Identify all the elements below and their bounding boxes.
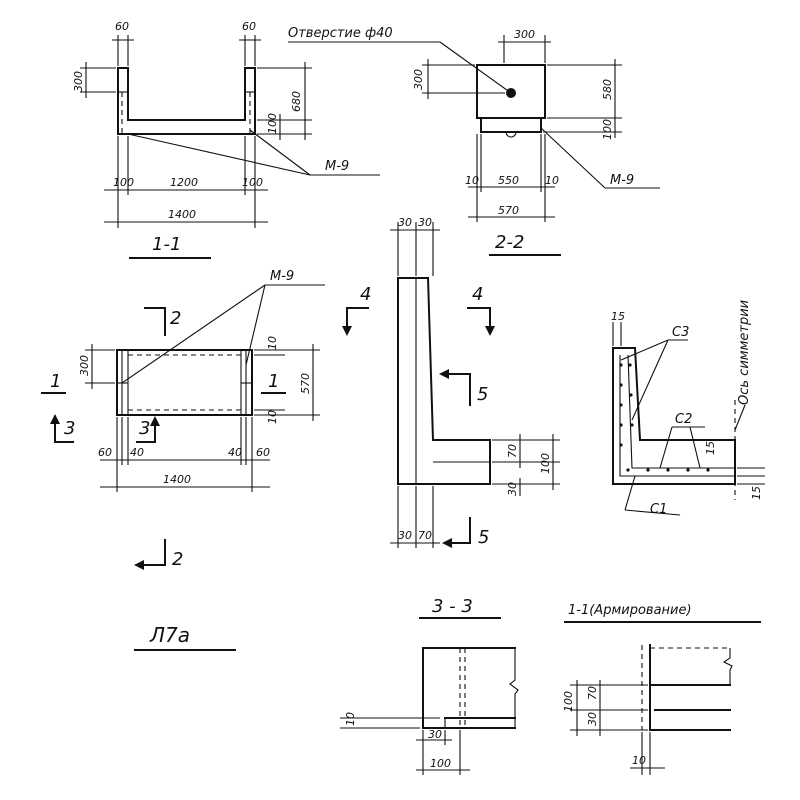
dim-s11-b100r: 100 bbox=[242, 176, 263, 189]
dim-profile-b30: 30 bbox=[398, 529, 412, 542]
plan-view bbox=[41, 284, 325, 570]
section-2-2-view bbox=[288, 35, 660, 256]
cut-mark-1-left: 1 bbox=[50, 371, 61, 392]
cut-mark-1-right: 1 bbox=[268, 371, 279, 392]
dim-profile-b70: 70 bbox=[418, 529, 432, 542]
reinforcement-view bbox=[612, 322, 765, 516]
dim-plan-b60l: 60 bbox=[98, 446, 112, 459]
cut-mark-3-right: 3 bbox=[139, 418, 150, 439]
dim-s11-w-left: 60 bbox=[115, 20, 129, 33]
dim-profile-r100: 100 bbox=[539, 453, 552, 474]
dim-reinf-r15b: 15 bbox=[750, 486, 763, 500]
callout-m9-top: М-9 bbox=[325, 159, 349, 174]
dim-plan-b40l: 40 bbox=[130, 446, 144, 459]
cut-mark-2-bottom: 2 bbox=[172, 549, 183, 570]
cut-mark-4-left: 4 bbox=[360, 284, 371, 305]
rebar-label-c3: С3 bbox=[672, 325, 689, 340]
callout-symmetry-axis: Ось симметрии bbox=[737, 300, 752, 405]
section-3-3-view bbox=[340, 617, 519, 775]
dim-profile-t30b: 30 bbox=[418, 216, 432, 229]
dim-s22-total: 570 bbox=[498, 204, 519, 217]
dim-s11-h300: 300 bbox=[72, 71, 85, 92]
dim-s33-l10: 10 bbox=[344, 712, 357, 726]
dim-s11r-l100: 100 bbox=[562, 691, 575, 712]
dim-s11-w-right: 60 bbox=[242, 20, 256, 33]
title-section-1-1: 1-1 bbox=[152, 234, 181, 255]
section-1-1-reinforcement-view bbox=[564, 621, 761, 775]
profile-view bbox=[342, 222, 560, 548]
dim-profile-r30: 30 bbox=[506, 482, 519, 496]
callout-hole: Отверстие ф40 bbox=[288, 26, 393, 41]
dim-plan-h570: 570 bbox=[299, 373, 312, 394]
dim-s22-h580: 580 bbox=[601, 79, 614, 100]
dim-profile-t30a: 30 bbox=[398, 216, 412, 229]
dim-s11r-l30: 30 bbox=[586, 712, 599, 726]
dim-s33-b100: 100 bbox=[430, 757, 451, 770]
title-section-2-2: 2-2 bbox=[495, 232, 524, 253]
dim-plan-t10: 10 bbox=[266, 336, 279, 350]
rebar-label-c1: С1 bbox=[650, 502, 667, 517]
cut-mark-2-top: 2 bbox=[170, 308, 181, 329]
dim-s11-h680: 680 bbox=[290, 91, 303, 112]
drawing-title: Л7а bbox=[149, 623, 190, 647]
dim-s22-w300: 300 bbox=[514, 28, 535, 41]
cut-mark-4-right: 4 bbox=[472, 284, 483, 305]
dim-s11-total: 1400 bbox=[168, 208, 196, 221]
dim-plan-b10: 10 bbox=[266, 410, 279, 424]
dim-profile-r70: 70 bbox=[506, 444, 519, 458]
dim-s22-h100: 100 bbox=[601, 119, 614, 140]
dim-s11r-b10: 10 bbox=[632, 754, 646, 767]
dim-reinf-t15: 15 bbox=[611, 310, 625, 323]
dim-plan-total: 1400 bbox=[163, 473, 191, 486]
callout-m9-plan: М-9 bbox=[270, 269, 294, 284]
section-1-1-view bbox=[80, 35, 380, 259]
cut-mark-5-top: 5 bbox=[477, 384, 488, 405]
dim-s22-b10l: 10 bbox=[465, 174, 479, 187]
dim-s33-b30: 30 bbox=[428, 728, 442, 741]
dim-s11-h100: 100 bbox=[266, 113, 279, 134]
title-section-1-1-reinforcement: 1-1(Армирование) bbox=[568, 603, 692, 618]
dim-s22-b550: 550 bbox=[498, 174, 519, 187]
title-section-3-3: 3 - 3 bbox=[432, 596, 473, 617]
cut-mark-5-bottom: 5 bbox=[478, 527, 489, 548]
rebar-label-c2: С2 bbox=[675, 412, 692, 427]
dim-reinf-r15a: 15 bbox=[704, 441, 717, 455]
dim-plan-b40r: 40 bbox=[228, 446, 242, 459]
dim-s22-b10r: 10 bbox=[545, 174, 559, 187]
dim-s11-b100l: 100 bbox=[113, 176, 134, 189]
cut-mark-3-left: 3 bbox=[64, 418, 75, 439]
dim-plan-b60r: 60 bbox=[256, 446, 270, 459]
callout-m9-22: М-9 bbox=[610, 173, 634, 188]
dim-plan-h300: 300 bbox=[78, 355, 91, 376]
dim-s11r-l70: 70 bbox=[586, 686, 599, 700]
dim-s22-h300: 300 bbox=[412, 69, 425, 90]
dim-s11-b1200: 1200 bbox=[170, 176, 198, 189]
